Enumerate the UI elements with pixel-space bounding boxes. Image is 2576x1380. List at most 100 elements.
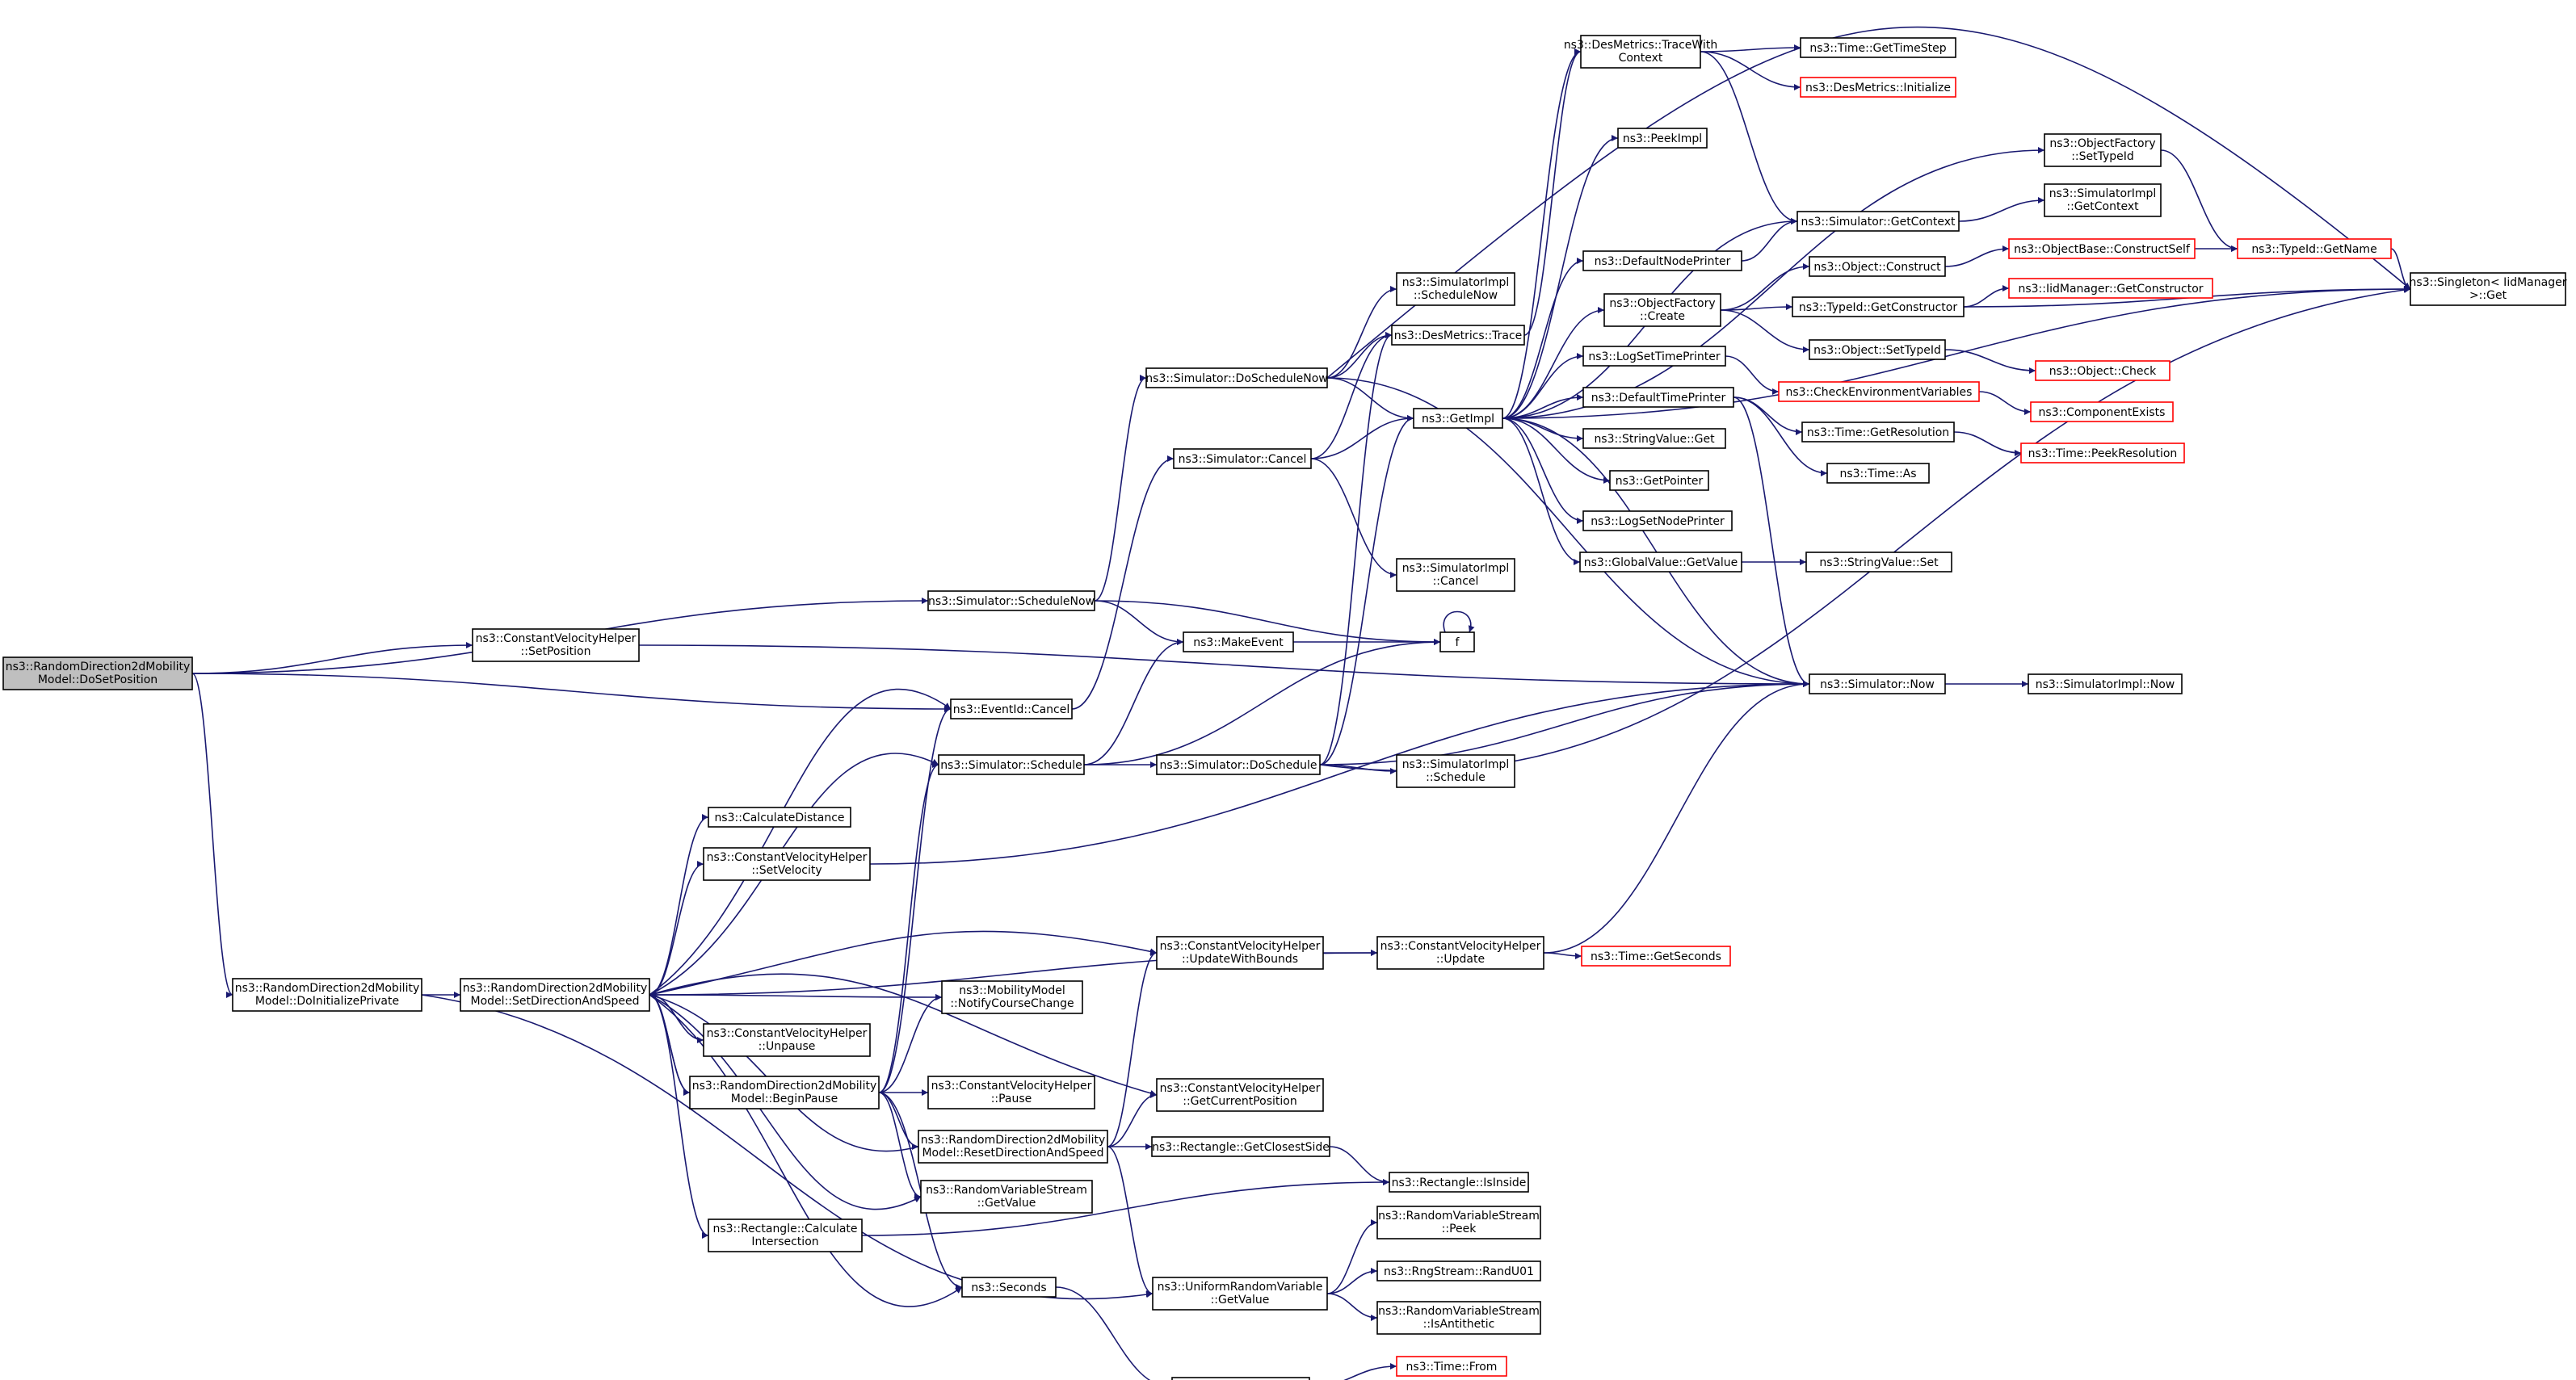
node-deftimeprinter[interactable]: ns3::DefaultTimePrinter <box>1582 387 1734 408</box>
node-sim-dosched[interactable]: ns3::Simulator::DoSchedule <box>1156 754 1321 775</box>
node-time-getres[interactable]: ns3::Time::GetResolution <box>1801 422 1955 443</box>
node-seconds[interactable]: ns3::Seconds <box>961 1277 1057 1298</box>
node-time-as[interactable]: ns3::Time::As <box>1826 463 1930 484</box>
node-objfac-settypeid[interactable]: ns3::ObjectFactory::SetTypeId <box>2044 133 2162 167</box>
node-label: ns3::Simulator::Cancel <box>1179 453 1307 466</box>
node-logsettime[interactable]: ns3::LogSetTimePrinter <box>1582 346 1726 367</box>
node-obj-construct[interactable]: ns3::Object::Construct <box>1809 256 1946 277</box>
node-label: ns3::RandomVariableStream <box>1378 1305 1540 1318</box>
node-obj-check[interactable]: ns3::Object::Check <box>2035 360 2170 381</box>
node-objbase-constructself[interactable]: ns3::ObjectBase::ConstructSelf <box>2008 238 2196 259</box>
node-box <box>1413 408 1503 429</box>
call-edge <box>1543 681 1810 954</box>
node-gv-getvalue[interactable]: ns3::GlobalValue::GetValue <box>1579 552 1742 573</box>
node-rect-closest[interactable]: ns3::Rectangle::GetClosestSide <box>1151 1136 1330 1157</box>
node-rvs-peek[interactable]: ns3::RandomVariableStream::Peek <box>1376 1206 1541 1239</box>
node-label: Context <box>1619 52 1663 65</box>
node-simimpl-schedule[interactable]: ns3::SimulatorImpl::Schedule <box>1396 754 1515 788</box>
node-sim-getctx[interactable]: ns3::Simulator::GetContext <box>1796 211 1960 232</box>
node-label: ns3::Rectangle::IsInside <box>1392 1177 1527 1189</box>
node-time-getseconds[interactable]: ns3::Time::GetSeconds <box>1581 946 1731 967</box>
call-edge <box>1733 396 1803 435</box>
node-calcdist[interactable]: ns3::CalculateDistance <box>708 807 851 828</box>
node-cvh-unpause[interactable]: ns3::ConstantVelocityHelper::Unpause <box>703 1023 871 1057</box>
node-label: ::Create <box>1640 310 1685 323</box>
node-cvh-setpos[interactable]: ns3::ConstantVelocityHelper::SetPosition <box>472 628 640 662</box>
node-label: ns3::Rectangle::Calculate <box>712 1223 857 1235</box>
call-edge <box>878 706 952 1093</box>
node-cvh-setvel[interactable]: ns3::ConstantVelocityHelper::SetVelocity <box>703 847 871 881</box>
node-label: ::IsAntithetic <box>1423 1318 1495 1331</box>
node-defnodeprinter[interactable]: ns3::DefaultNodePrinter <box>1582 250 1742 271</box>
node-box <box>1582 346 1726 367</box>
node-iidmgr-getctor[interactable]: ns3::IidManager::GetConstructor <box>2008 278 2213 299</box>
node-simimpl-cancel[interactable]: ns3::SimulatorImpl::Cancel <box>1396 558 1515 592</box>
node-box <box>1173 448 1312 469</box>
node-time-peekres[interactable]: ns3::Time::PeekResolution <box>2020 443 2185 463</box>
node-simimpl-schednow[interactable]: ns3::SimulatorImpl::ScheduleNow <box>1396 272 1515 306</box>
call-edge <box>1958 197 2045 222</box>
call-edge <box>1725 355 1780 395</box>
node-urv-getvalue[interactable]: ns3::UniformRandomVariable::GetValue <box>1152 1277 1328 1311</box>
node-typeid-getname[interactable]: ns3::TypeId::GetName <box>2237 238 2392 259</box>
node-rng-randu01[interactable]: ns3::RngStream::RandU01 <box>1376 1260 1541 1281</box>
node-peekimpl[interactable]: ns3::PeekImpl <box>1617 128 1708 149</box>
self-loop-edge <box>1443 610 1475 633</box>
node-box <box>1389 1172 1529 1193</box>
node-cvh-pause[interactable]: ns3::ConstantVelocityHelper::Pause <box>927 1076 1095 1109</box>
node-strval-set[interactable]: ns3::StringValue::Set <box>1805 552 1952 573</box>
node-singleton-get[interactable]: ns3::Singleton< IidManager>::Get <box>2410 272 2567 306</box>
node-resetdir[interactable]: ns3::RandomDirection2dMobilityModel::Res… <box>918 1130 1108 1164</box>
node-f[interactable]: f <box>1439 631 1475 652</box>
node-rect-isinside[interactable]: ns3::Rectangle::IsInside <box>1389 1172 1529 1193</box>
node-time-gettimestep[interactable]: ns3::Time::GetTimeStep <box>1800 37 1956 58</box>
node-typeid-getctor[interactable]: ns3::TypeId::GetConstructor <box>1792 296 1965 317</box>
node-time-from[interactable]: ns3::Time::From <box>1396 1356 1507 1377</box>
node-strval-get[interactable]: ns3::StringValue::Get <box>1582 428 1726 449</box>
node-cvh-update[interactable]: ns3::ConstantVelocityHelper::Update <box>1376 936 1544 970</box>
node-mobnotify[interactable]: ns3::MobilityModel::NotifyCourseChange <box>941 980 1083 1014</box>
node-simimpl-now[interactable]: ns3::SimulatorImpl::Now <box>2028 673 2183 694</box>
node-sim-cancel[interactable]: ns3::Simulator::Cancel <box>1173 448 1312 469</box>
node-desm-trace[interactable]: ns3::DesMetrics::Trace <box>1391 325 1525 346</box>
node-box <box>1582 510 1733 531</box>
node-label: ::SetPosition <box>521 645 591 658</box>
call-edge <box>649 861 704 996</box>
node-label: ns3::RandomDirection2dMobility <box>692 1080 876 1093</box>
call-edge <box>1502 135 1619 419</box>
call-edge <box>1502 147 2045 419</box>
node-cvh-updbounds[interactable]: ns3::ConstantVelocityHelper::UpdateWithB… <box>1156 936 1324 970</box>
node-eventcancel[interactable]: ns3::EventId::Cancel <box>950 698 1073 719</box>
node-getpointer[interactable]: ns3::GetPointer <box>1609 470 1709 491</box>
node-checkenv[interactable]: ns3::CheckEnvironmentVariables <box>1778 381 1980 402</box>
node-rvs-getvalue[interactable]: ns3::RandomVariableStream::GetValue <box>920 1180 1093 1214</box>
node-rvs-isanti[interactable]: ns3::RandomVariableStream::IsAntithetic <box>1376 1301 1541 1335</box>
node-simimpl-getctx[interactable]: ns3::SimulatorImpl::GetContext <box>2044 183 2162 217</box>
node-obj-settypeid[interactable]: ns3::Object::SetTypeId <box>1809 339 1946 360</box>
node-getimpl[interactable]: ns3::GetImpl <box>1413 408 1503 429</box>
call-edge <box>1502 48 1582 419</box>
node-sim-now[interactable]: ns3::Simulator::Now <box>1809 673 1946 694</box>
node-box <box>1580 35 1701 69</box>
node-doinit[interactable]: ns3::RandomDirection2dMobilityModel::DoI… <box>232 978 422 1012</box>
node-sim-doschednow[interactable]: ns3::Simulator::DoScheduleNow <box>1145 367 1328 388</box>
node-time-fromdouble[interactable]: ns3::Time::FromDouble <box>1171 1377 1310 1380</box>
node-label: ns3::TypeId::GetConstructor <box>1799 301 1957 314</box>
node-beginpause[interactable]: ns3::RandomDirection2dMobilityModel::Beg… <box>689 1076 880 1109</box>
node-compexists[interactable]: ns3::ComponentExists <box>2030 401 2174 422</box>
node-setdir[interactable]: ns3::RandomDirection2dMobilityModel::Set… <box>460 978 650 1012</box>
node-sim-schedule[interactable]: ns3::Simulator::Schedule <box>938 754 1085 775</box>
node-box <box>1579 552 1742 573</box>
node-label: ns3::ObjectFactory <box>1609 297 1715 310</box>
node-makeevent[interactable]: ns3::MakeEvent <box>1183 631 1294 652</box>
node-desm-init[interactable]: ns3::DesMetrics::Initialize <box>1800 77 1956 98</box>
node-label: ns3::Object::Construct <box>1813 261 1941 274</box>
node-label: ns3::Time::PeekResolution <box>2028 447 2178 460</box>
node-objfac-create[interactable]: ns3::ObjectFactory::Create <box>1603 293 1721 327</box>
node-label: ns3::SimulatorImpl <box>2049 187 2157 200</box>
node-schednow[interactable]: ns3::Simulator::ScheduleNow <box>927 590 1095 611</box>
node-logsetnode[interactable]: ns3::LogSetNodePrinter <box>1582 510 1733 531</box>
node-cvh-getcur[interactable]: ns3::ConstantVelocityHelper::GetCurrentP… <box>1156 1078 1324 1112</box>
